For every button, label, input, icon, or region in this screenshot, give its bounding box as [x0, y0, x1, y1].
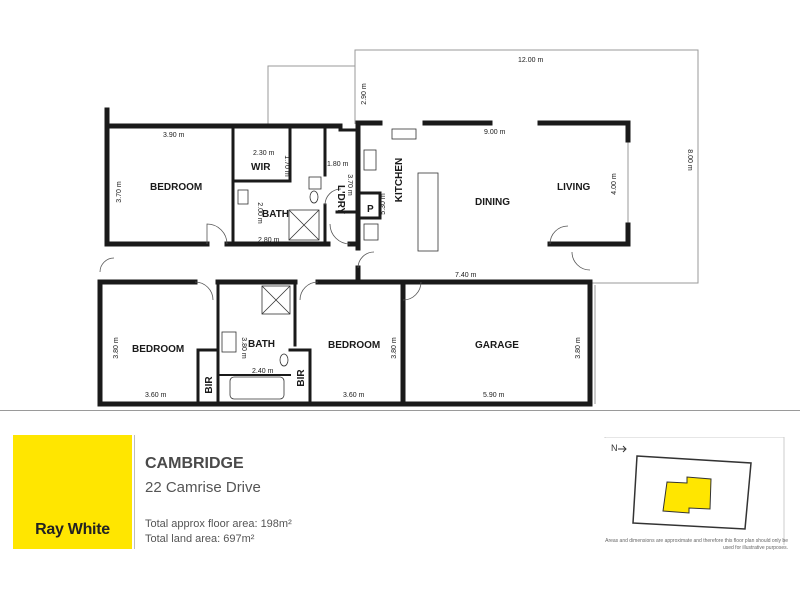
house-footprint	[662, 476, 712, 514]
vanity-lower	[221, 331, 237, 353]
dim-dining-bottom: 7.40 m	[455, 272, 477, 279]
room-garage: GARAGE	[475, 340, 519, 351]
shower-upper	[288, 209, 320, 241]
room-dining: DINING	[475, 197, 510, 208]
shower-lower	[261, 285, 291, 315]
room-bedroom-left: BEDROOM	[132, 344, 184, 355]
dim-bedroom-left-h: 3.80 m	[113, 337, 120, 359]
dim-garage-w: 5.90 m	[483, 392, 505, 399]
toilet-lower	[279, 353, 289, 367]
room-bath-lower: BATH	[248, 339, 275, 350]
dim-wir-h: 1.70 m	[283, 155, 290, 177]
disclaimer: Areas and dimensions are approximate and…	[605, 538, 788, 551]
lot-boundary	[632, 455, 752, 530]
footer-divider	[134, 435, 135, 549]
floor-plan: BEDROOM WIR BATH L'DRY P KITCHEN DINING …	[97, 49, 699, 407]
dim-living-h: 4.00 m	[611, 173, 618, 195]
section-divider	[0, 410, 800, 411]
toilet-upper	[309, 190, 319, 204]
dim-bath-lower-h: 3.80 m	[240, 337, 247, 359]
dim-bedroom-main-h: 3.70 m	[116, 181, 123, 203]
dim-kitchen-h: 5.30 m	[380, 193, 387, 215]
cooktop	[363, 149, 377, 171]
room-pantry: P	[367, 204, 374, 215]
north-label: N	[611, 443, 618, 453]
dim-bath-lower-w: 2.40 m	[252, 368, 274, 375]
dim-wir-w: 2.30 m	[253, 150, 275, 157]
fridge	[363, 223, 379, 241]
dim-bedroom-mid-h: 3.80 m	[391, 337, 398, 359]
bathtub	[229, 376, 285, 400]
dim-bedroom-mid-w: 3.60 m	[343, 392, 365, 399]
room-wir: WIR	[251, 162, 271, 173]
walls	[97, 107, 631, 407]
property-title: CAMBRIDGE	[145, 455, 244, 472]
property-address: 22 Camrise Drive	[145, 479, 261, 496]
dim-bedroom-main-w: 3.90 m	[163, 132, 185, 139]
room-laundry: L'DRY	[335, 185, 346, 215]
room-bath-upper: BATH	[262, 209, 289, 220]
dim-garage-h: 3.80 m	[575, 337, 582, 359]
dim-laundry-w: 1.80 m	[327, 161, 349, 168]
dim-bath-upper-w: 2.80 m	[258, 237, 280, 244]
ray-white-logo: Ray White	[13, 435, 132, 549]
site-plan: N	[604, 437, 785, 545]
dim-bedroom-left-w: 3.60 m	[145, 392, 167, 399]
fixtures	[221, 128, 439, 400]
site-frame	[604, 437, 785, 545]
dimension-labels: 3.90 m 3.70 m 2.30 m 1.70 m 2.00 m 2.80 …	[113, 57, 693, 399]
washing-machine	[308, 176, 322, 190]
room-labels: BEDROOM WIR BATH L'DRY P KITCHEN DINING …	[132, 158, 591, 394]
dim-bath-upper-h: 2.00 m	[256, 202, 263, 224]
floor-area: Total approx floor area: 198m²	[145, 518, 292, 530]
room-kitchen: KITCHEN	[394, 158, 405, 202]
brand-name: Ray White	[35, 521, 110, 538]
room-living: LIVING	[557, 182, 591, 193]
vanity-upper	[237, 189, 249, 205]
room-bedroom-main: BEDROOM	[150, 182, 202, 193]
dim-laundry-h: 3.70 m	[346, 174, 353, 196]
sink	[391, 128, 417, 140]
dim-alfresco-h: 8.00 m	[686, 149, 693, 171]
room-bir-left: BIR	[204, 376, 215, 394]
kitchen-island	[417, 172, 439, 252]
dim-alfresco-w: 12.00 m	[518, 57, 543, 64]
north-arrow-icon	[618, 445, 627, 453]
room-bedroom-mid: BEDROOM	[328, 340, 380, 351]
land-area: Total land area: 697m²	[145, 533, 255, 545]
door-swings	[99, 188, 591, 301]
dim-alfresco-left: 2.90 m	[361, 83, 368, 105]
dim-dining-w: 9.00 m	[484, 129, 506, 136]
room-bir-right: BIR	[296, 369, 307, 387]
